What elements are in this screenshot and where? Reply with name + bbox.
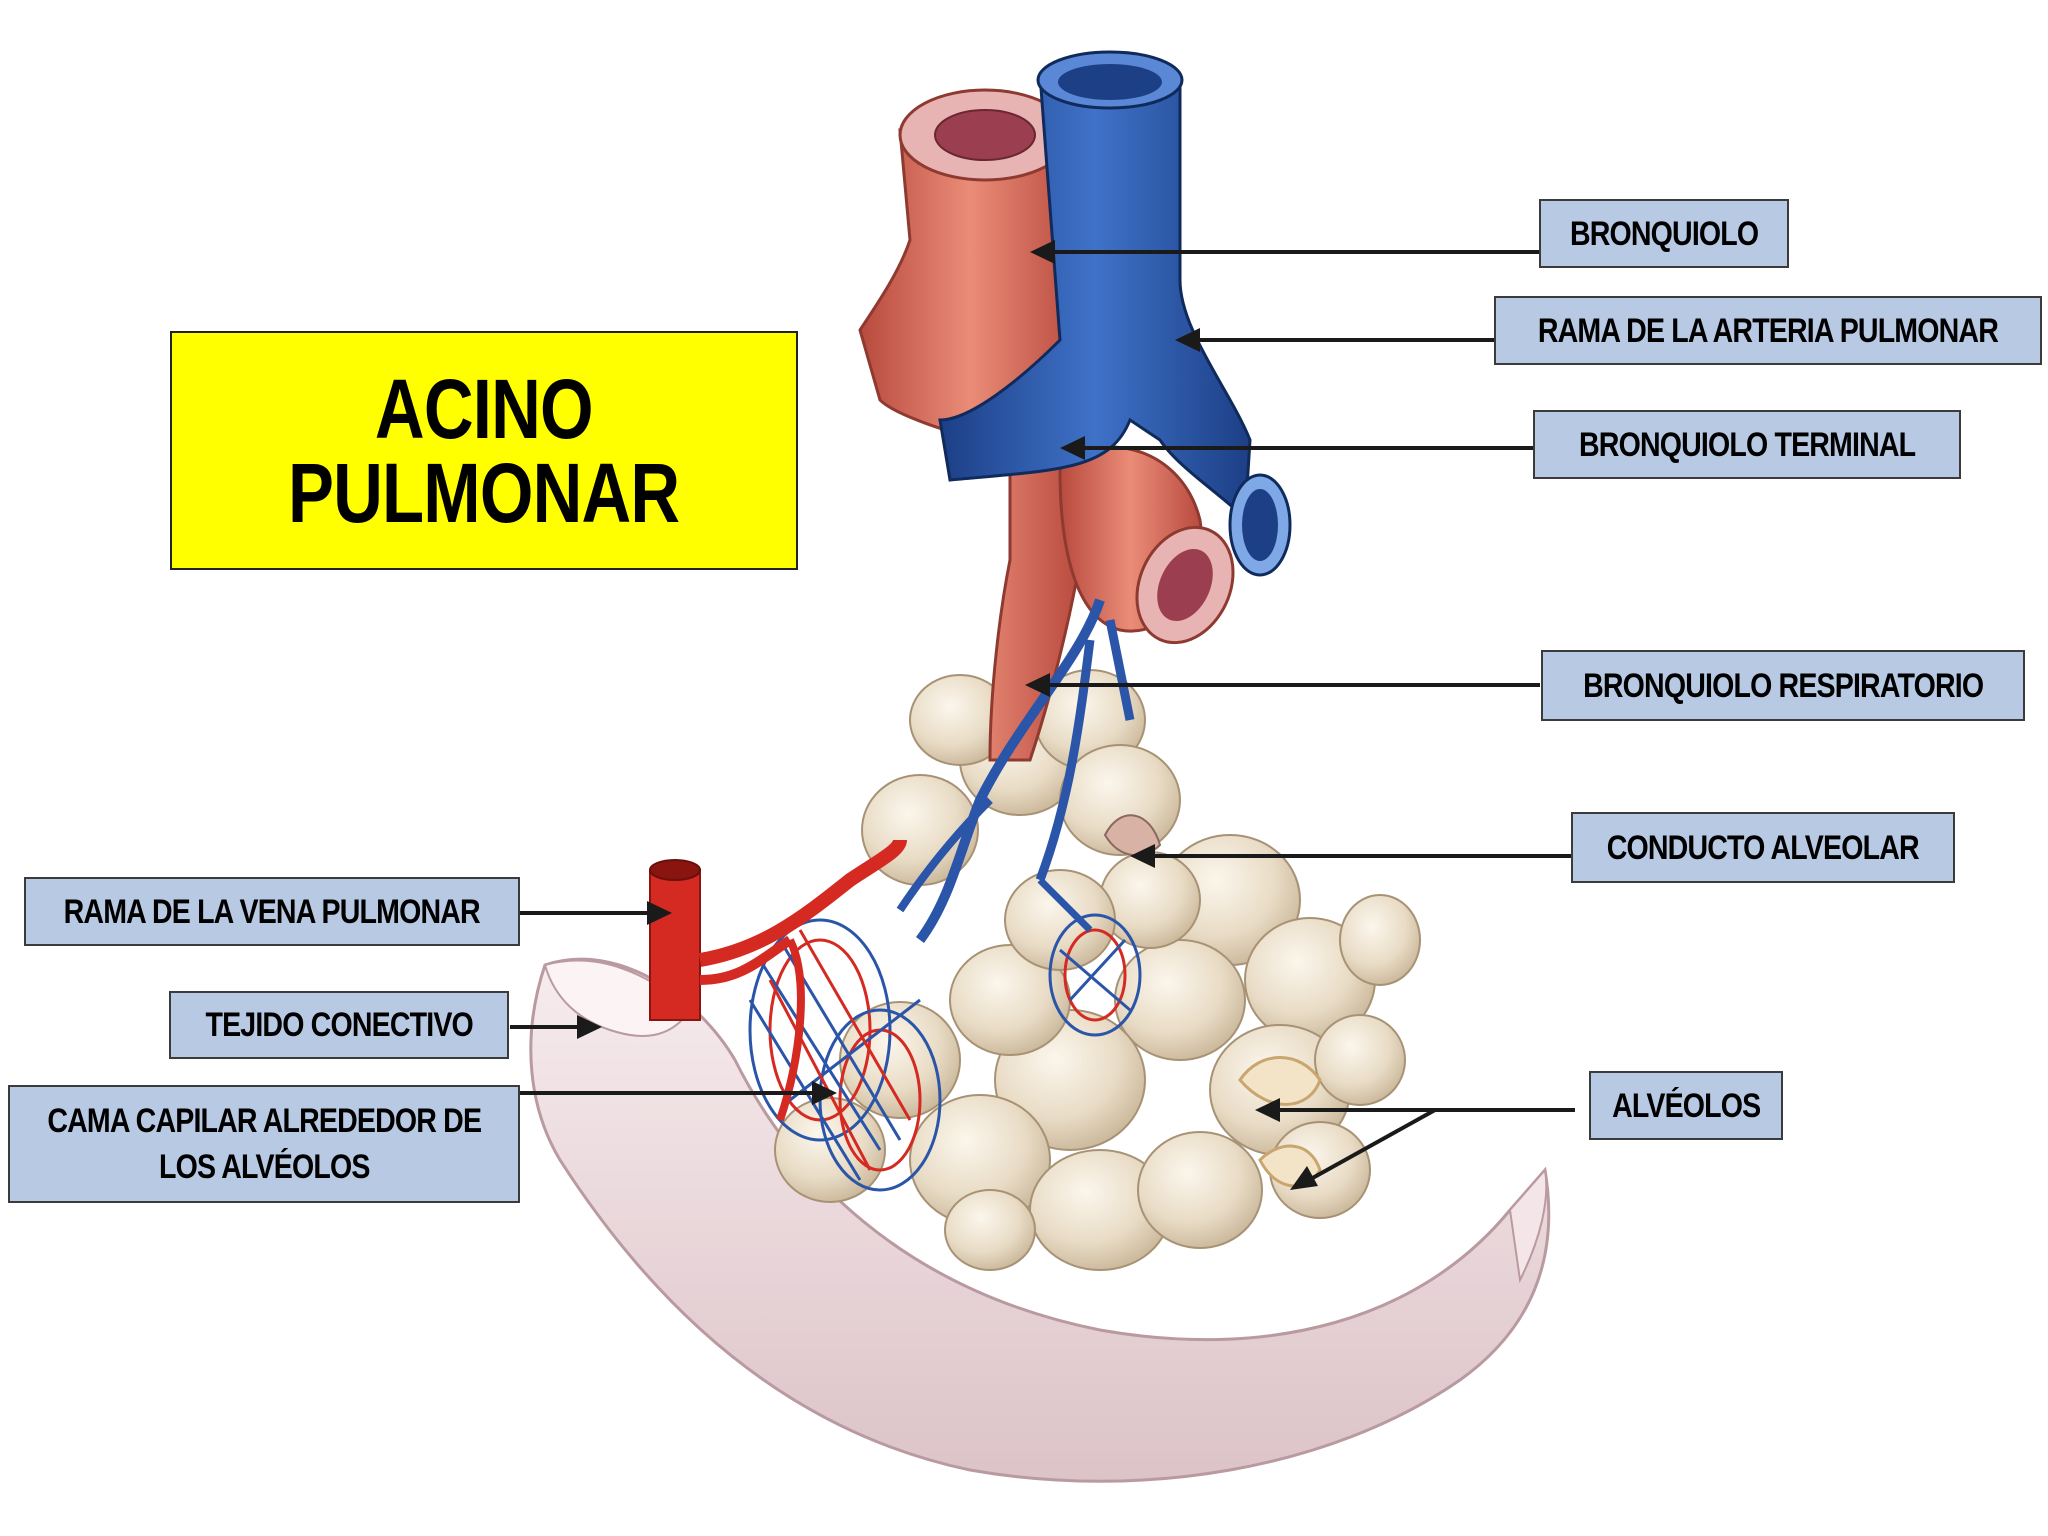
- capillary-bed-right: [1048, 913, 1142, 1037]
- label-bronquiolo-respiratorio-text: BRONQUIOLO RESPIRATORIO: [1582, 666, 1984, 705]
- label-conducto-alveolar: CONDUCTO ALVEOLAR: [1571, 812, 1955, 883]
- label-rama-arteria-pulmonar-text: RAMA DE LA ARTERIA PULMONAR: [1537, 311, 1999, 350]
- alveolar-duct-opening: [1103, 814, 1162, 857]
- label-arrows: [510, 240, 1575, 1190]
- label-alveolos-text: ALVÉOLOS: [1611, 1086, 1761, 1125]
- label-rama-arteria-pulmonar: RAMA DE LA ARTERIA PULMONAR: [1494, 296, 2042, 365]
- alveoli-cluster: [774, 669, 1421, 1271]
- label-tejido-conectivo: TEJIDO CONECTIVO: [169, 991, 509, 1059]
- label-tejido-conectivo-text: TEJIDO CONECTIVO: [205, 1006, 473, 1044]
- pulmonary-artery: [896, 50, 1292, 943]
- label-conducto-alveolar-text: CONDUCTO ALVEOLAR: [1606, 828, 1920, 867]
- label-bronquiolo-respiratorio: BRONQUIOLO RESPIRATORIO: [1541, 650, 2025, 721]
- label-alveolos: ALVÉOLOS: [1589, 1071, 1783, 1140]
- label-bronquiolo-terminal-text: BRONQUIOLO TERMINAL: [1578, 425, 1916, 464]
- bronchiole-tube: [858, 88, 1235, 762]
- label-bronquiolo-terminal: BRONQUIOLO TERMINAL: [1533, 410, 1961, 479]
- capillary-bed-left: [748, 918, 942, 1192]
- label-rama-vena-pulmonar-text: RAMA DE LA VENA PULMONAR: [63, 892, 481, 931]
- title-line-2: PULMONAR: [288, 445, 680, 540]
- label-rama-vena-pulmonar: RAMA DE LA VENA PULMONAR: [24, 877, 520, 946]
- label-bronquiolo-text: BRONQUIOLO: [1569, 214, 1759, 253]
- label-bronquiolo: BRONQUIOLO: [1539, 199, 1789, 268]
- pulmonary-vein: [649, 838, 907, 1122]
- label-cama-capilar-line-1: CAMA CAPILAR ALREDEDOR DE: [47, 1102, 482, 1140]
- label-cama-capilar-line-2: LOS ALVÉOLOS: [158, 1148, 370, 1186]
- label-cama-capilar: CAMA CAPILAR ALREDEDOR DE LOS ALVÉOLOS: [8, 1085, 520, 1203]
- title-line-1: ACINO: [375, 361, 594, 456]
- title-box: ACINO PULMONAR: [170, 331, 798, 570]
